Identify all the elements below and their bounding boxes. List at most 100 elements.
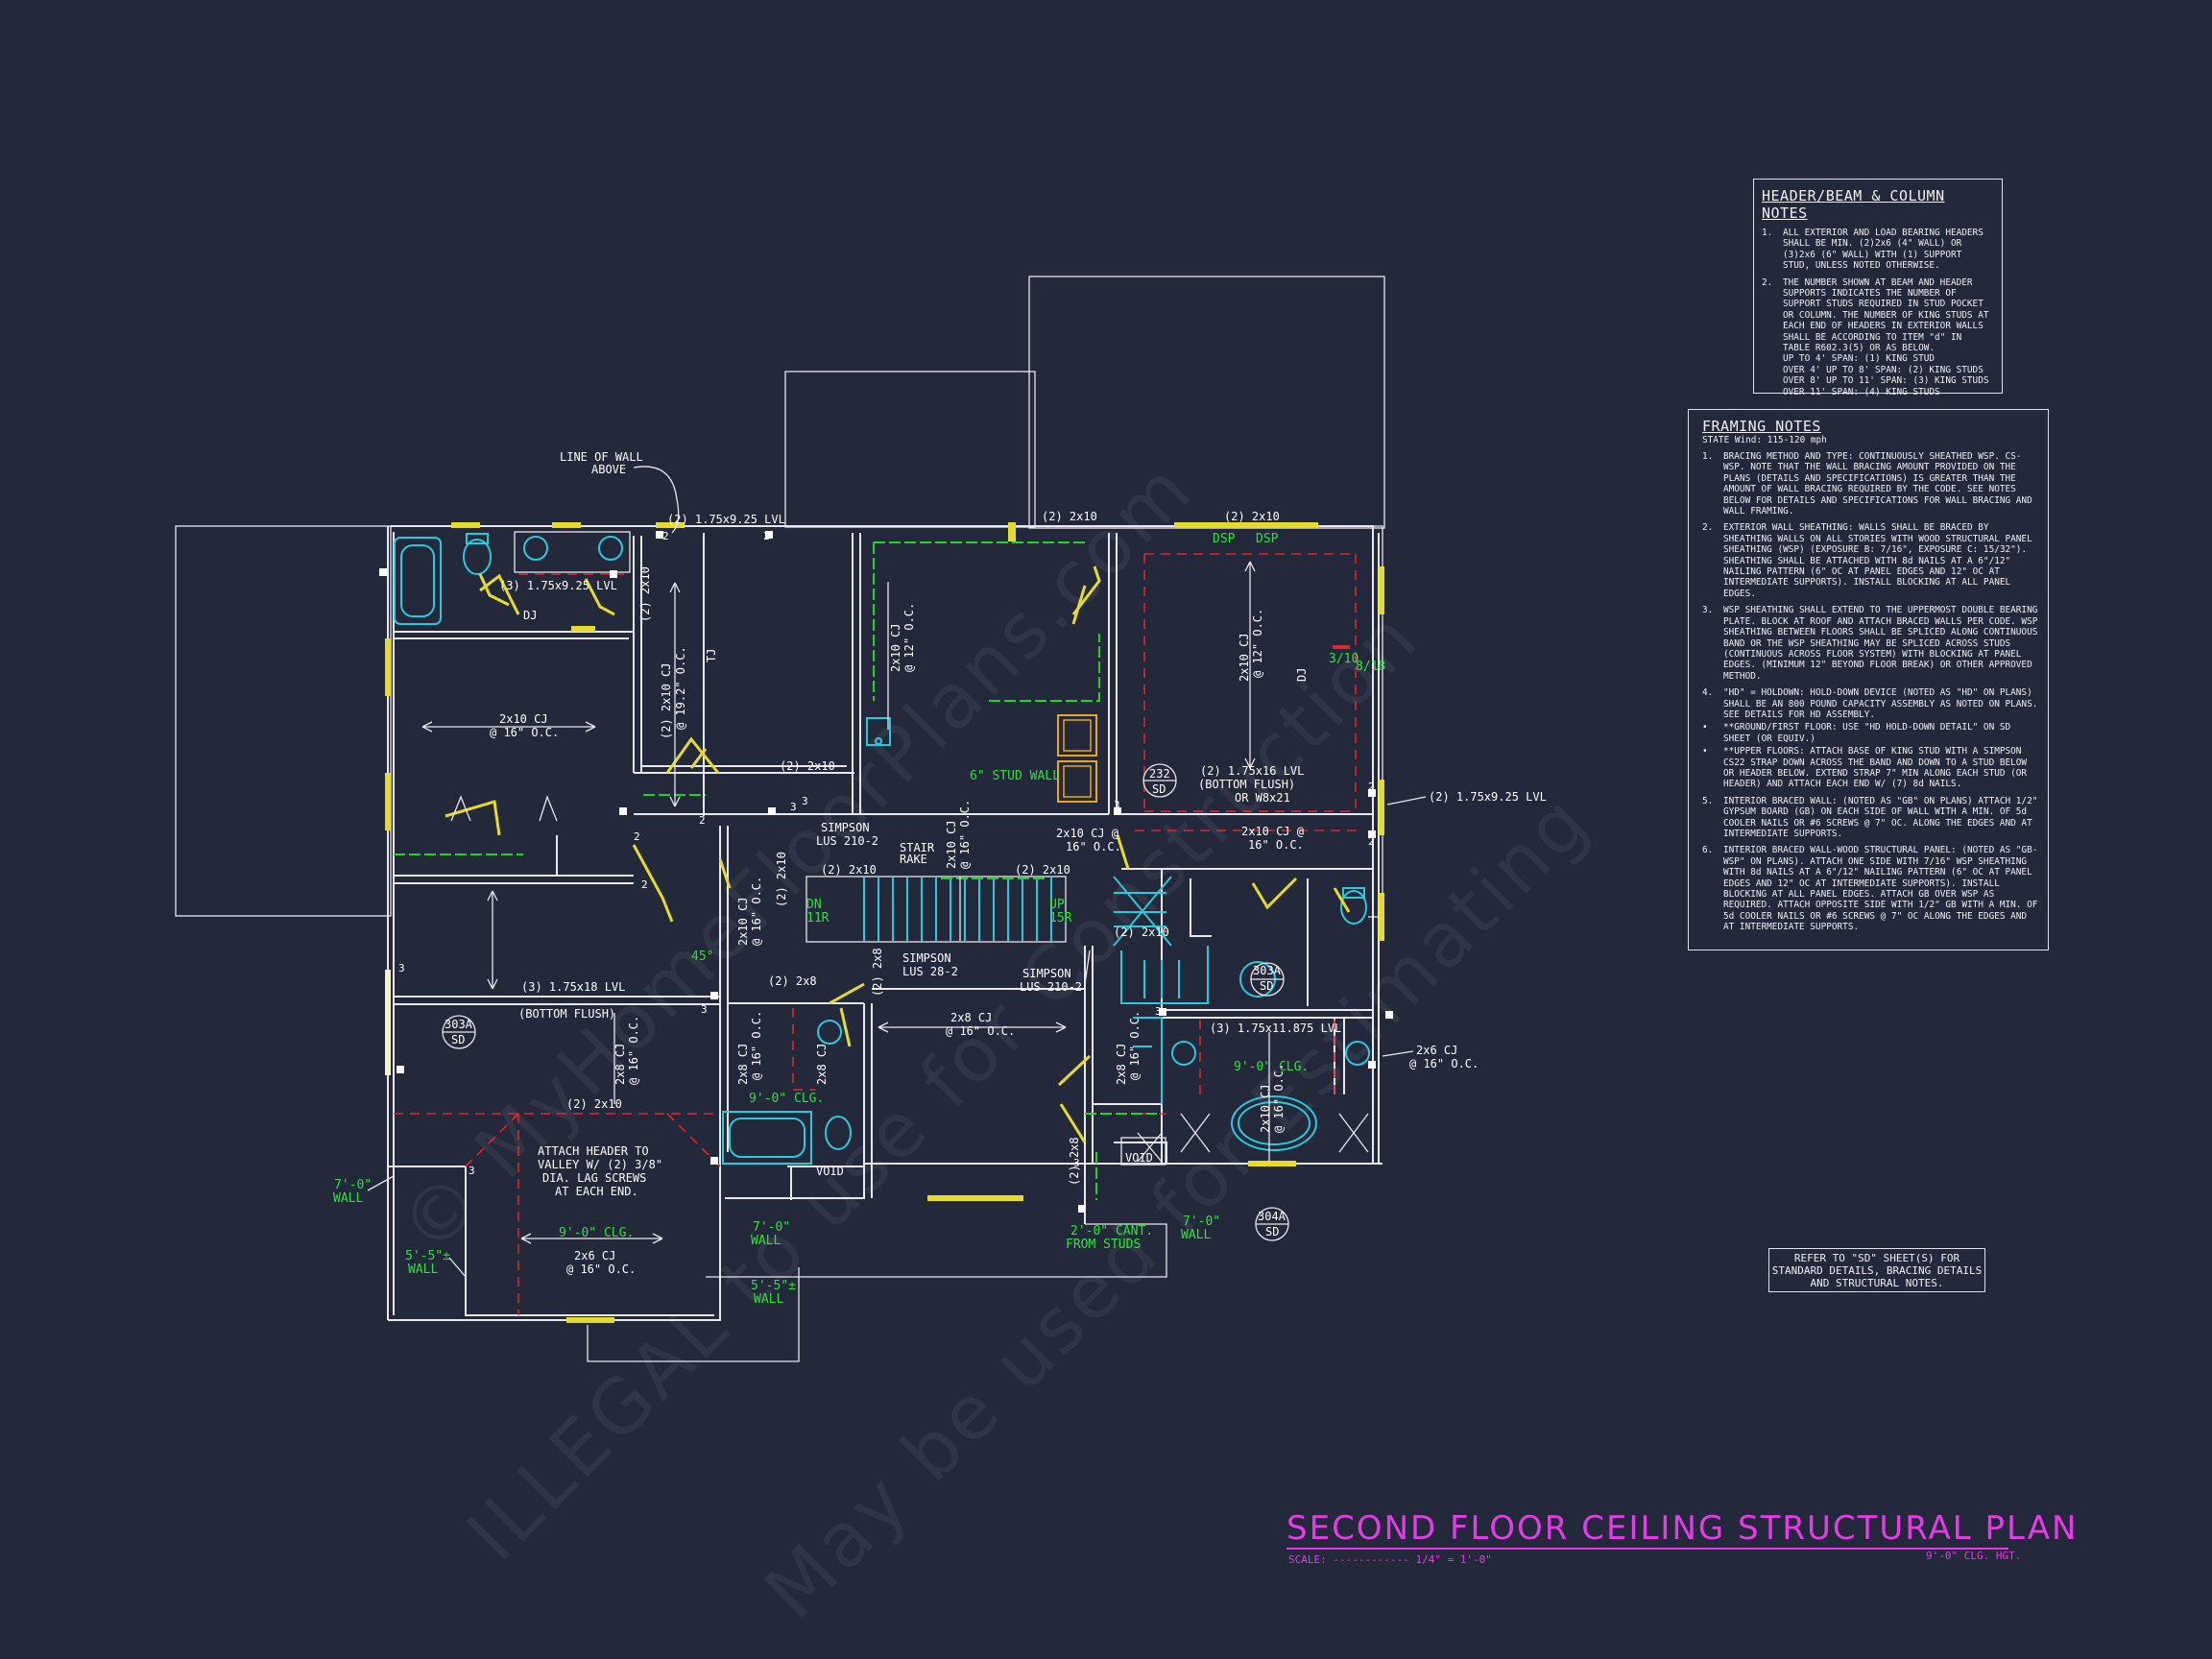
label-lvl-right: (2) 1.75x9.25 LVL <box>1429 790 1547 804</box>
label-cj-2x8-e: 2x8 CJ <box>1115 1044 1128 1085</box>
label-cj-2x8-e2: @ 16" O.C. <box>1128 1011 1142 1080</box>
label-sd-4: SD <box>1265 1225 1279 1238</box>
header-note-1-text: ALL EXTERIOR AND LOAD BEARING HEADERS SH… <box>1783 228 1984 272</box>
svg-text:2: 2 <box>1368 781 1375 793</box>
label-hdr-2x8-mb: (2) 2x8 <box>1068 1137 1081 1186</box>
label-cj-2x8-a2: @ 16" O.C. <box>627 1016 640 1085</box>
label-hdr-2x10-vert: (2) 2x10 <box>638 566 652 622</box>
label-cj-2x8-b2: @ 16" O.C. <box>750 1011 763 1080</box>
label-lvl-mbath: (3) 1.75x11.875 LVL <box>1210 1022 1341 1035</box>
svg-text:2: 2 <box>662 530 669 542</box>
label-attach-4: AT EACH END. <box>555 1185 638 1198</box>
label-wall-7a2: WALL <box>333 1191 363 1206</box>
label-cant-1: 2'-0" CANT. <box>1070 1224 1153 1238</box>
svg-text:2: 2 <box>634 830 640 843</box>
plumbing-fixtures <box>394 531 1370 1165</box>
label-void-2: VOID <box>1125 1151 1153 1165</box>
label-cj-right: 2x10 CJ @ <box>1056 827 1118 840</box>
framing-notes: FRAMING NOTES STATE Wind: 115-120 mph 1.… <box>1688 409 2049 950</box>
label-ref-304a: 304A <box>1258 1210 1286 1223</box>
framing-note-4a: •**GROUND/FIRST FLOOR: USE "HD HOLD-DOWN… <box>1702 722 2038 744</box>
label-cj-hall: 2x10 CJ <box>945 820 958 869</box>
header-note-2-text: THE NUMBER SHOWN AT BEAM AND HEADER SUPP… <box>1783 276 1989 354</box>
label-dn: DN <box>806 898 822 912</box>
label-cj-2x6: 2x6 CJ <box>1416 1044 1457 1057</box>
label-cj-2x6b: @ 16" O.C. <box>1409 1057 1479 1070</box>
title-underline <box>1286 1548 2008 1550</box>
framing-note-4b: •**UPPER FLOORS: ATTACH BASE OF KING STU… <box>1702 746 2038 790</box>
label-dsp-1: DSP <box>1213 532 1236 546</box>
label-above: ABOVE <box>591 463 626 476</box>
label-lvl-mid: (3) 1.75x18 LVL <box>521 980 625 994</box>
framing-note-3: 3. WSP SHEATHING SHALL EXTEND TO THE UPPE… <box>1702 605 2038 682</box>
label-lvl-top: (2) 1.75x9.25 LVL <box>667 513 785 526</box>
header-note-1-num: 1. <box>1762 228 1773 238</box>
stud-markers: 222 223 332 233 333 <box>398 530 1375 1177</box>
svg-text:3: 3 <box>790 801 797 813</box>
label-cj-mid: 2x10 CJ <box>736 897 750 946</box>
label-clg-9b: 9'-0" CLG. <box>1234 1060 1309 1074</box>
framing-note-3-num: 3. <box>1702 605 1714 616</box>
framing-note-6: 6.INTERIOR BRACED WALL-WOOD STRUCTURAL P… <box>1702 845 2038 932</box>
shear-walls <box>394 541 1157 1200</box>
label-wall-7c: 7'-0" <box>1183 1214 1220 1229</box>
svg-text:3: 3 <box>1155 1005 1162 1018</box>
posts <box>379 531 1393 1213</box>
header-beam-notes: HEADER/BEAM & COLUMN NOTES 1. ALL EXTERI… <box>1753 179 2003 397</box>
label-simpson-2: SIMPSON <box>902 951 951 965</box>
joist-arrows <box>421 561 1270 1244</box>
label-cant-2: FROM STUDS <box>1066 1238 1141 1252</box>
label-cj-hall2: @ 16" O.C. <box>958 800 972 869</box>
label-line-of-wall: LINE OF WALL <box>560 450 643 464</box>
framing-note-4a-num: • <box>1702 722 1708 733</box>
windows <box>385 522 1384 1323</box>
header-notes-title: HEADER/BEAM & COLUMN NOTES <box>1762 187 1945 222</box>
label-ref-303a: 303A <box>445 1018 473 1031</box>
framing-note-2: 2.EXTERIOR WALL SHEATHING: WALLS SHALL B… <box>1702 522 2038 599</box>
framing-notes-title: FRAMING NOTES <box>1702 418 1821 435</box>
framing-note-4-num: 4. <box>1702 687 1714 699</box>
label-simpson-3b: LUS 210-2 <box>1020 980 1082 994</box>
label-simpson-3: SIMPSON <box>1022 967 1071 980</box>
framing-note-1: 1.BRACING METHOD AND TYPE: CONTINUOUSLY … <box>1702 451 2038 517</box>
plan-labels: LINE OF WALL ABOVE (2) 1.75x9.25 LVL (2)… <box>333 450 1547 1307</box>
svg-text:3: 3 <box>802 795 808 807</box>
label-wall-7b2: WALL <box>751 1234 781 1248</box>
label-cj-mid2: @ 16" O.C. <box>750 877 763 946</box>
framing-note-4b-text: **UPPER FLOORS: ATTACH BASE OF KING STUD… <box>1723 746 2028 790</box>
header-sub-2: OVER 4' UP TO 8' SPAN: (2) KING STUDS <box>1783 364 1984 375</box>
label-cj-2x8-b: 2x8 CJ <box>736 1044 750 1085</box>
label-8-18: 8/18 <box>1356 660 1385 674</box>
label-simpson-1b: LUS 210-2 <box>816 834 878 848</box>
label-clg-9c: 9'-0" CLG. <box>559 1226 634 1240</box>
framing-note-6-num: 6. <box>1702 845 1714 856</box>
framing-note-3-text: WSP SHEATHING SHALL EXTEND TO THE UPPERM… <box>1723 605 2038 682</box>
label-attach-2: VALLEY W/ (2) 3/8" <box>538 1158 662 1171</box>
label-45-deg: 45° <box>691 950 713 964</box>
label-attach-1: ATTACH HEADER TO <box>538 1144 649 1158</box>
framing-note-5-num: 5. <box>1702 795 1714 806</box>
framing-note-4: 4."HD" = HOLDOWN: HOLD-DOWN DEVICE (NOTE… <box>1702 687 2038 720</box>
label-lvl-bed3: (2) 1.75x16 LVL <box>1200 764 1304 778</box>
label-cj-2x6c2: @ 16" O.C. <box>566 1262 636 1276</box>
label-hdr-2x10-a: (2) 2x10 <box>1042 510 1097 523</box>
label-void-1: VOID <box>816 1165 844 1178</box>
label-cj-closet: 2x10 CJ <box>889 623 902 672</box>
ceiling-height: 9'-0" CLG. HGT. <box>1926 1550 2022 1562</box>
label-lvl-bed3b: (BOTTOM FLUSH) <box>1198 778 1295 791</box>
label-hdr-2x10-f: (2) 2x10 <box>775 852 788 907</box>
label-ref-232: 232 <box>1149 767 1170 781</box>
label-dj-2: DJ <box>1295 668 1309 682</box>
label-hdr-2x10-h: (2) 2x10 <box>566 1097 622 1111</box>
drawing-title: SECOND FLOOR CEILING STRUCTURAL PLAN <box>1286 1509 2079 1548</box>
label-stud-wall: 6" STUD WALL <box>970 769 1060 783</box>
label-dj-1: DJ <box>523 609 537 622</box>
framing-note-1-text: BRACING METHOD AND TYPE: CONTINUOUSLY SH… <box>1723 451 2032 517</box>
label-cj-2x8-d: 2x8 CJ <box>950 1011 992 1024</box>
label-lvl-bed3c: OR W8x21 <box>1235 791 1290 805</box>
label-cj-bed3: 2x10 CJ <box>1238 633 1251 682</box>
label-hdr-2x10-e: (2) 2x10 <box>1015 863 1070 877</box>
stair <box>805 876 1209 1004</box>
